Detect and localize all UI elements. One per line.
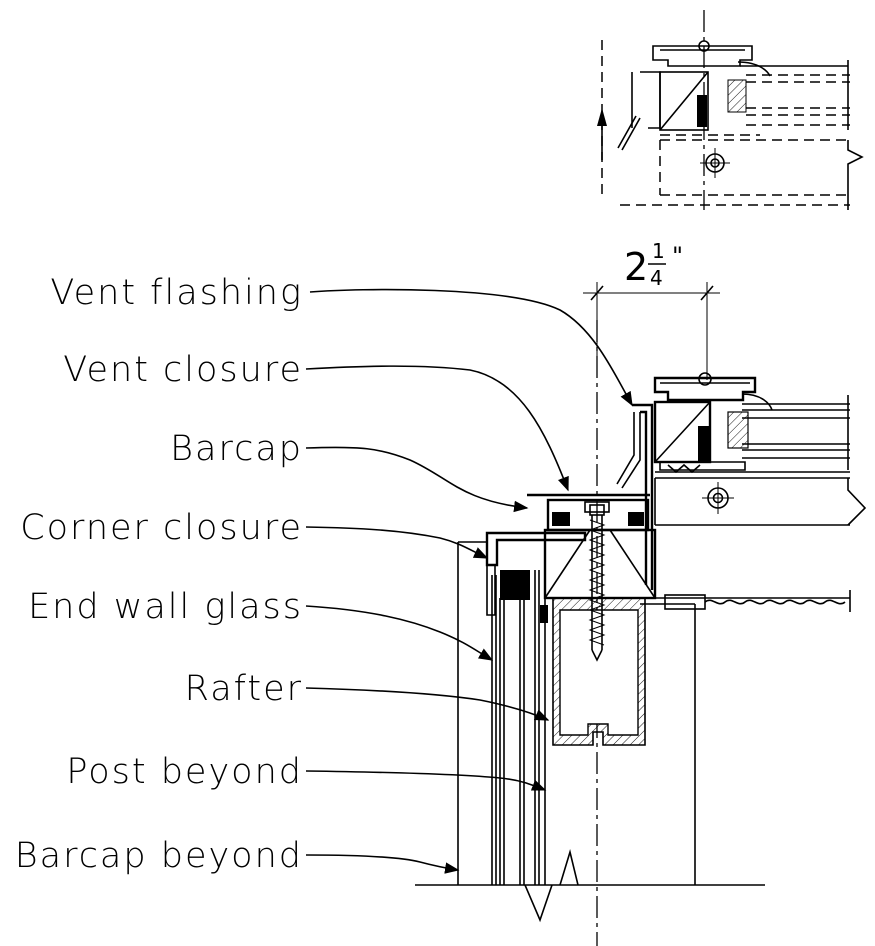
dimension-whole: 2 [624, 245, 648, 289]
label-end-wall-glass: End wall glass [28, 587, 303, 627]
label-corner-closure: Corner closure [20, 508, 303, 548]
label-barcap-beyond: Barcap beyond [15, 836, 303, 876]
label-post-beyond: Post beyond [66, 752, 303, 792]
end-wall-glass-graphic [491, 570, 548, 885]
dimension-denominator: 4 [650, 266, 663, 290]
dimension-unit: " [672, 242, 683, 270]
label-barcap: Barcap [170, 429, 303, 469]
label-vent-closure: Vent closure [63, 350, 303, 390]
rafter-graphic [552, 597, 695, 746]
main-section-detail [415, 372, 867, 923]
label-rafter: Rafter [185, 669, 303, 709]
callout-labels: Vent flashing Vent closure Barcap Corner… [15, 273, 303, 876]
screw-graphic [588, 504, 606, 662]
callout-leaders [305, 288, 633, 874]
dimension-2-1-4: 2 1 4 " [583, 239, 720, 380]
label-vent-flashing: Vent flashing [50, 273, 303, 313]
key-plan-detail [597, 10, 864, 210]
dimension-numerator: 1 [652, 239, 665, 263]
